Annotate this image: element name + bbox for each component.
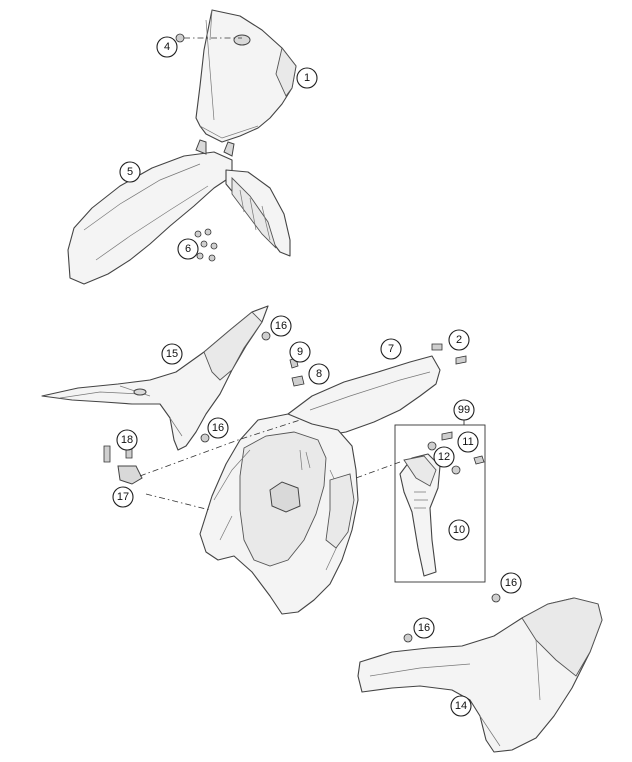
callout-8-label: 8 [316,368,322,380]
callout-15-label: 15 [166,348,178,360]
airbox-subframe [199,413,359,615]
callout-15: 15 [161,343,183,365]
callout-16-c-label: 16 [505,577,517,589]
hardware [103,331,501,643]
callout-17: 17 [112,486,134,508]
callout-7: 7 [380,338,402,360]
callout-8: 8 [308,363,330,385]
callout-1: 1 [296,67,318,89]
callout-9-label: 9 [297,346,303,358]
front-fender [67,139,291,285]
callout-11-label: 11 [462,436,473,448]
callout-16-d-label: 16 [418,622,430,634]
callout-14: 14 [450,695,472,717]
callout-16-b: 16 [207,417,229,439]
callout-16-c: 16 [500,572,522,594]
callout-18-label: 18 [121,434,133,446]
callout-7-label: 7 [388,343,394,355]
callout-17-label: 17 [117,491,129,503]
side-cover-right [357,597,603,753]
callout-12: 12 [433,446,455,468]
callout-5: 5 [119,161,141,183]
callout-18: 18 [116,429,138,451]
side-cover-left [41,305,269,451]
callout-1-label: 1 [304,72,310,84]
callout-16-b-label: 16 [212,422,224,434]
callout-16-a-label: 16 [275,320,287,332]
part-6-screws [194,228,218,262]
leader-lines [139,419,401,511]
callout-99-label: 99 [458,404,470,416]
callout-16-a: 16 [270,315,292,337]
callout-4: 4 [156,36,178,58]
callout-2-label: 2 [456,334,462,346]
callout-11: 11 [457,431,479,453]
callout-14-label: 14 [455,700,467,712]
callout-6: 6 [177,238,199,260]
callout-2: 2 [448,329,470,351]
kit-99-box [394,424,486,583]
callout-10: 10 [448,519,470,541]
callout-9: 9 [289,341,311,363]
callout-12-label: 12 [438,451,450,463]
callout-10-label: 10 [453,524,465,536]
callout-4-label: 4 [164,41,170,53]
rear-plate [399,453,441,577]
callout-16-d: 16 [413,617,435,639]
part-4-screw [175,33,242,43]
callout-5-label: 5 [127,166,133,178]
callout-99: 99 [453,399,475,421]
number-plate [195,9,297,143]
callout-6-label: 6 [185,243,191,255]
